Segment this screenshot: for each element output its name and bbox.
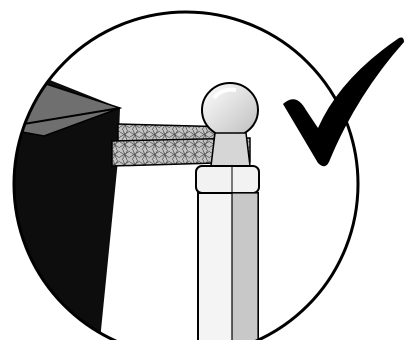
post-shade	[232, 193, 258, 340]
post-collar	[196, 166, 259, 193]
post-neck	[211, 133, 250, 166]
magnified-view	[0, 60, 259, 340]
